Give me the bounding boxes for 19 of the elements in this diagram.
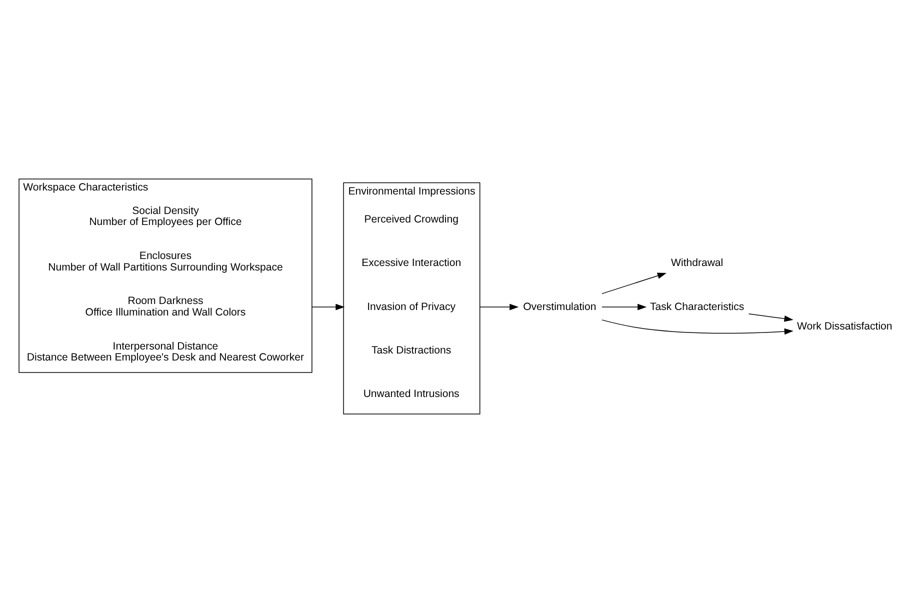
node-text: Interpersonal Distance Distance Between Employee's Desk and Nearest Coworker [26,340,304,364]
arrow [478,303,518,310]
node-text: Overstimulation [522,300,596,312]
node-text: Enclosures Number of Wall Partitions Surrounding Workspace [48,250,282,273]
arrow [748,312,793,322]
node-text: Task Distractions [371,344,451,356]
arrow [311,303,344,310]
arrow [601,272,666,294]
node-text: Room Darkness Office Illumination and Wall Colors [84,294,246,318]
node-text: Withdrawal [670,256,723,269]
node-text: Social Density Number of Employees per Office [88,204,242,228]
node-text: Excessive Interaction [361,256,461,269]
node-text: Invasion of Privacy [366,300,456,312]
node-text: Work Dissatisfaction [796,320,892,332]
node-text: Task Characteristics [649,300,744,312]
node-text: Unwanted Intrusions [362,388,459,400]
arrow [601,319,793,334]
arrow [601,303,646,310]
node-text: Perceived Crowding [364,212,458,225]
